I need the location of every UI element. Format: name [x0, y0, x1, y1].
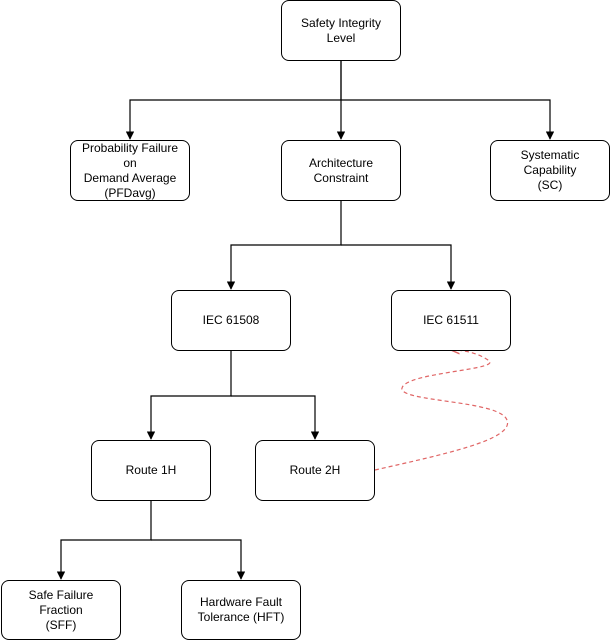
node-iec61511-label: IEC 61511: [423, 313, 479, 327]
node-arch-line-1: Architecture: [308, 155, 374, 170]
node-pfd-line-2: Demand Average: [83, 170, 177, 185]
node-systematic-capability: Systematic Capability (SC): [490, 140, 610, 201]
node-route1h-label: Route 1H: [125, 463, 177, 477]
node-hft-line-2: Tolerance (HFT): [197, 610, 285, 624]
node-hft-line-1: Hardware Fault: [199, 595, 283, 609]
node-safe-failure-fraction: Safe Failure Fraction (SFF): [1, 580, 121, 640]
node-pfd-line-1: Probability Failure on: [81, 140, 179, 170]
node-pfdavg: Probability Failure on Demand Average (P…: [70, 140, 190, 201]
edge-sil-to-sc: [341, 99, 555, 140]
node-iec-61508: IEC 61508: [171, 290, 291, 351]
node-sil-label: Safety Integrity Level: [300, 15, 382, 45]
node-sff-line-2: (SFF): [45, 617, 77, 632]
edge-route1h-to-sff: [56, 501, 152, 580]
node-route-2h: Route 2H: [255, 440, 375, 501]
edge-sil-to-pfd: [125, 61, 342, 140]
node-sff-line-1: Safe Failure Fraction: [28, 587, 94, 617]
node-pfd-line-3: (PFDavg): [104, 185, 156, 200]
edge-route2h-to-iec61511-dashed: [374, 350, 509, 471]
edge-arch-to-iec61511: [341, 244, 456, 290]
edge-iec61508-to-route2h: [231, 395, 320, 440]
edge-iec61508-to-route1h: [146, 351, 232, 440]
node-hardware-fault-tolerance: Hardware Fault Tolerance (HFT): [181, 580, 301, 640]
node-route2h-label: Route 2H: [289, 463, 341, 477]
edge-route1h-to-hft: [151, 539, 246, 580]
node-route-1h: Route 1H: [91, 440, 211, 501]
node-arch-line-2: Constraint: [313, 170, 369, 185]
node-sc-line-2: (SC): [537, 178, 563, 192]
node-architecture-constraint: Architecture Constraint: [281, 140, 401, 201]
node-sc-line-1: Systematic Capability: [520, 148, 580, 177]
node-iec61508-label: IEC 61508: [202, 313, 260, 327]
node-iec-61511: IEC 61511: [391, 290, 511, 351]
node-safety-integrity-level: Safety Integrity Level: [281, 0, 401, 61]
edge-arch-to-iec61508: [226, 201, 342, 290]
